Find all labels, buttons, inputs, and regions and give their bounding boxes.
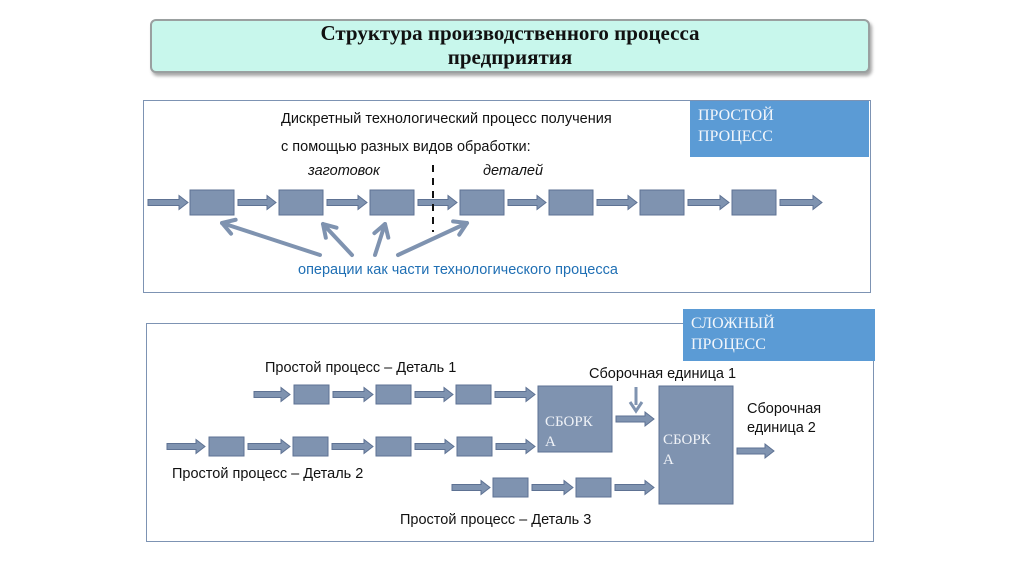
- simple-description-line2: с помощью разных видов обработки:: [281, 139, 531, 155]
- complex-tag-line1: СЛОЖНЫЙ: [691, 315, 775, 332]
- operation-pointer-arrow: [396, 221, 469, 257]
- flow-arrow: [451, 479, 491, 496]
- flow-arrow: [414, 438, 455, 455]
- operation-box: [548, 189, 594, 216]
- complex-process-tag: СЛОЖНЫЙ ПРОЦЕСС: [683, 309, 875, 361]
- assembly1-line1: СБОРК: [545, 414, 593, 430]
- detail2-operation-box: [292, 436, 329, 457]
- label-blanks: заготовок: [308, 163, 380, 179]
- operation-box: [731, 189, 777, 216]
- operation-pointer-arrow: [220, 221, 322, 257]
- flow-arrow: [495, 438, 536, 455]
- flow-arrow: [687, 194, 730, 211]
- operations-caption: операции как части технологического проц…: [298, 262, 618, 278]
- assembly2-line2: А: [663, 452, 674, 468]
- simple-tag-line2: ПРОЦЕСС: [698, 128, 773, 145]
- simple-description-line1: Дискретный технологический процесс получ…: [281, 111, 612, 127]
- operation-box: [189, 189, 235, 216]
- flow-arrow: [596, 194, 638, 211]
- operation-pointer-arrow-head: [220, 217, 238, 236]
- assembly2-line1: СБОРК: [663, 432, 711, 448]
- title-line-2: предприятия: [447, 45, 573, 69]
- operation-pointer-arrow-head: [451, 219, 469, 237]
- complex-tag-line2: ПРОЦЕСС: [691, 336, 766, 353]
- flow-arrow: [331, 438, 374, 455]
- detail2-operation-box: [208, 436, 245, 457]
- label-parts: деталей: [483, 163, 544, 179]
- detail1-operation-box: [293, 384, 330, 405]
- operation-pointer-arrow-head: [321, 222, 339, 240]
- assembly2-label: СБОРК А: [663, 430, 711, 470]
- flow-arrow: [494, 386, 536, 403]
- assembly-unit1-down-arrow-head: [628, 401, 644, 414]
- detail3-operation-box: [575, 477, 612, 498]
- operation-box: [639, 189, 685, 216]
- assembly2-box: [658, 385, 734, 505]
- flow-arrow: [615, 410, 655, 428]
- detail3-operation-box: [492, 477, 529, 498]
- assembly1-label: СБОРК А: [545, 412, 593, 452]
- flow-arrow: [253, 386, 291, 403]
- flow-arrow: [614, 479, 655, 496]
- flow-arrow: [326, 194, 368, 211]
- assembly1-box: [537, 385, 613, 453]
- assembly1-line2: А: [545, 434, 556, 450]
- detail1-operation-box: [455, 384, 492, 405]
- title-banner: Структура производственного процесса пре…: [150, 19, 870, 73]
- operation-box: [278, 189, 324, 216]
- flow-arrow: [417, 194, 458, 211]
- detail2-operation-box: [375, 436, 412, 457]
- operation-pointer-arrow-head: [372, 222, 391, 240]
- operation-box: [369, 189, 415, 216]
- flow-arrow: [237, 194, 277, 211]
- assembly-unit2-label-line2: единица 2: [747, 420, 816, 436]
- output-arrow: [736, 442, 775, 460]
- operation-box: [459, 189, 505, 216]
- flow-arrow: [147, 194, 189, 211]
- operation-pointer-arrow: [321, 222, 354, 257]
- detail1-operation-box: [375, 384, 412, 405]
- detail3-label: Простой процесс – Деталь 3: [400, 512, 592, 528]
- flow-arrow: [166, 438, 206, 455]
- detail2-label: Простой процесс – Деталь 2: [172, 466, 364, 482]
- simple-tag-line1: ПРОСТОЙ: [698, 107, 774, 124]
- simple-process-tag: ПРОСТОЙ ПРОЦЕСС: [690, 101, 869, 157]
- operation-pointer-arrow: [373, 222, 387, 257]
- flow-arrow: [531, 479, 574, 496]
- flow-arrow: [414, 386, 454, 403]
- flow-arrow: [779, 194, 823, 211]
- flow-arrow: [247, 438, 291, 455]
- flow-arrow: [332, 386, 374, 403]
- title-line-1: Структура производственного процесса: [320, 21, 700, 45]
- detail1-label: Простой процесс – Деталь 1: [265, 360, 457, 376]
- detail2-operation-box: [456, 436, 493, 457]
- assembly-unit1-label: Сборочная единица 1: [589, 366, 737, 382]
- assembly-unit2-label-line1: Сборочная: [747, 401, 822, 417]
- flow-arrow: [507, 194, 547, 211]
